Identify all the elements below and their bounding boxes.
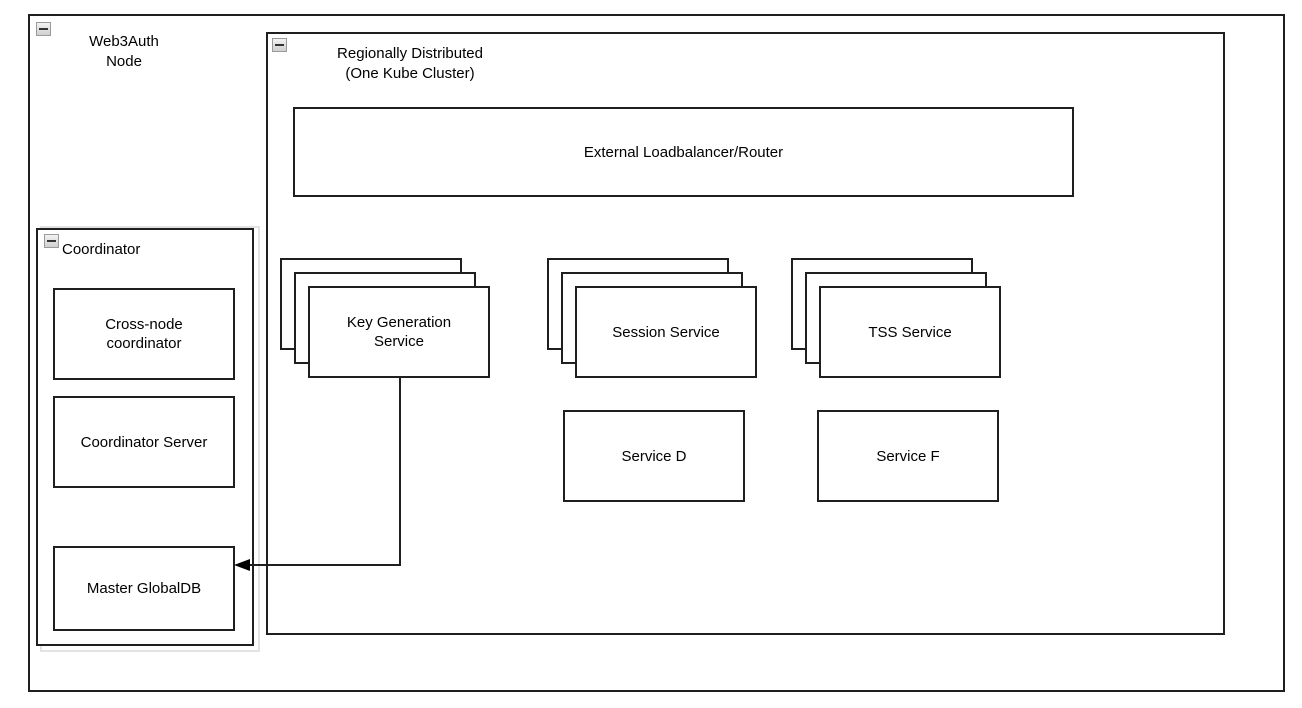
collapse-minus-icon-coordinator[interactable] (44, 234, 59, 248)
node-tss-service[interactable]: TSS Service (819, 286, 1001, 378)
stack-session-service[interactable]: Session Service (547, 258, 759, 380)
collapse-minus-icon-web3auth-node[interactable] (36, 22, 51, 36)
node-service-f[interactable]: Service F (817, 410, 999, 502)
stack-key-generation-service[interactable]: Key Generation Service (280, 258, 492, 380)
stack-tss-service[interactable]: TSS Service (791, 258, 1003, 380)
node-service-d[interactable]: Service D (563, 410, 745, 502)
node-coordinator-server[interactable]: Coordinator Server (53, 396, 235, 488)
node-key-generation-service[interactable]: Key Generation Service (308, 286, 490, 378)
collapse-minus-icon-regionally-distributed[interactable] (272, 38, 287, 52)
node-cross-node-coordinator[interactable]: Cross-node coordinator (53, 288, 235, 380)
node-external-loadbalancer-router[interactable]: External Loadbalancer/Router (293, 107, 1074, 197)
node-master-globaldb[interactable]: Master GlobalDB (53, 546, 235, 631)
node-session-service[interactable]: Session Service (575, 286, 757, 378)
